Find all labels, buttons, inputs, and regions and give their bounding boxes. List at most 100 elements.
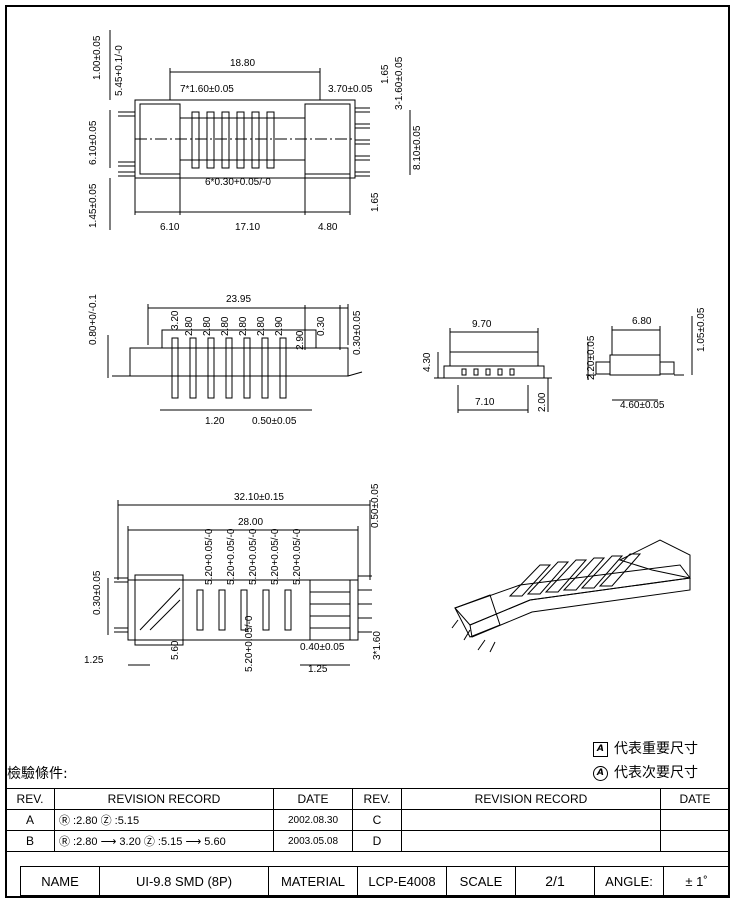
dim-e: 9.70 xyxy=(472,319,492,330)
dim-R-gap: 2.90 xyxy=(274,316,285,336)
bottom-view xyxy=(107,500,372,666)
dim-2-90: 2.90 xyxy=(295,330,306,350)
sheet-border xyxy=(5,5,730,898)
revision-table: REV. REVISION RECORD DATE REV. REVISION … xyxy=(5,788,730,852)
dim-pitch: 5.20+0.05/-0 xyxy=(226,528,237,585)
dim-k: 1.05±0.05 xyxy=(696,307,707,352)
technical-drawing: 18.80 7*1.60±0.05 6.10 17.10 4.80 6*0.30… xyxy=(84,30,707,675)
top-view xyxy=(109,30,411,230)
dim-Y: 1.25 xyxy=(84,655,104,666)
dim-T: 0.50±0.05 xyxy=(252,416,297,427)
table-row: A Ⓡ :2.80 Ⓩ :5.15 2002.08.30 C xyxy=(5,809,730,831)
record-cell: Ⓡ :2.80 ⟶ 3.20 Ⓩ :5.15 ⟶ 5.60 xyxy=(54,830,274,852)
date-header: DATE xyxy=(273,788,353,810)
dim-pitch: 5.20+0.05/-0 xyxy=(204,528,215,585)
name-label: NAME xyxy=(20,866,100,896)
dim-R-gap: 2.80 xyxy=(238,316,249,336)
dim-H: 6*0.30+0.05/-0 xyxy=(205,177,271,188)
dim-O: 1.65 xyxy=(380,64,391,84)
dim-pitch: 5.20+0.05/-0 xyxy=(248,528,259,585)
dim-pitch: 5.20+0.05/-0 xyxy=(270,528,281,585)
material-label: MATERIAL xyxy=(268,866,358,896)
dim-pitch: 5.20+0.05/-0 xyxy=(292,528,303,585)
side-view xyxy=(107,304,363,411)
dim-i: 2.20±0.05 xyxy=(586,335,597,380)
legend-secondary: A 代表次要尺寸 xyxy=(593,762,733,782)
record-cell: Ⓡ :2.80 Ⓩ :5.15 xyxy=(54,809,274,831)
title-block: NAME UI-9.8 SMD (8P) MATERIAL LCP-E4008 … xyxy=(20,866,730,896)
dim-b: 1.25 xyxy=(308,664,328,675)
dim-Q: 23.95 xyxy=(226,294,251,305)
side2-view xyxy=(586,316,693,401)
dim-X: 28.00 xyxy=(238,517,263,528)
record-cell xyxy=(401,830,661,852)
dim-Z: 5.60 xyxy=(170,640,181,660)
dim-F: 1.45±0.05 xyxy=(88,183,99,228)
dim-V: 0.30±0.05 xyxy=(92,570,103,615)
name-value: UI-9.8 SMD (8P) xyxy=(99,866,269,896)
dim-W: 32.10±0.15 xyxy=(234,492,284,503)
record-header: REVISION RECORD xyxy=(54,788,274,810)
dim-R-gap: 2.80 xyxy=(184,316,195,336)
dim-f: 4.30 xyxy=(422,352,433,372)
angle-label: ANGLE: xyxy=(594,866,664,896)
legend-square-mark: A xyxy=(593,741,608,757)
dim-E: 6.10±0.05 xyxy=(88,120,99,165)
end-view xyxy=(434,328,552,413)
record-header: REVISION RECORD xyxy=(401,788,661,810)
dim-U: 0.30±0.05 xyxy=(352,310,363,355)
dim-R: 3.20 xyxy=(170,310,181,330)
dim-j: 6.80 xyxy=(632,316,652,327)
scale-value: 2/1 xyxy=(515,866,595,896)
dim-G: 6.10 xyxy=(160,222,180,233)
dim-J: 0.80+0/-0.1 xyxy=(88,294,99,345)
scale-label: SCALE xyxy=(446,866,516,896)
legend-circle-mark: A xyxy=(593,765,608,781)
rev-header: REV. xyxy=(352,788,402,810)
table-row: B Ⓡ :2.80 ⟶ 3.20 Ⓩ :5.15 ⟶ 5.60 2003.05.… xyxy=(5,830,730,852)
dim-L: 1.65 xyxy=(370,192,381,212)
rev-cell: A xyxy=(5,809,55,831)
dim-g: 7.10 xyxy=(475,397,495,408)
date-header: DATE xyxy=(660,788,730,810)
rev-cell: B xyxy=(5,830,55,852)
dim-c: 3*1.60 xyxy=(372,631,383,660)
legend-important: A 代表重要尺寸 xyxy=(593,738,733,758)
dim-a: 0.40±0.05 xyxy=(300,642,345,653)
dim-N: 3-1.60±0.05 xyxy=(394,56,405,110)
dim-C: 5.45+0.1/-0 xyxy=(114,45,125,96)
dim-0-30: 0.30 xyxy=(316,316,327,336)
dim-A: 18.80 xyxy=(230,58,255,69)
record-cell xyxy=(401,809,661,831)
dim-0-50: 0.50±0.05 xyxy=(370,483,381,528)
rev-cell: C xyxy=(352,809,402,831)
inspection-conditions: 檢驗條件: xyxy=(7,766,68,782)
isometric-view xyxy=(451,539,691,653)
date-cell: 2002.08.30 xyxy=(273,809,353,831)
dim-R-gap: 2.80 xyxy=(220,316,231,336)
dim-S: 1.20 xyxy=(205,416,225,427)
title-block-row: NAME UI-9.8 SMD (8P) MATERIAL LCP-E4008 … xyxy=(20,866,730,896)
date-cell xyxy=(660,809,730,831)
dim-2-00: 2.00 xyxy=(537,392,548,412)
legend-secondary-text: 代表次要尺寸 xyxy=(614,765,698,781)
dim-4-60: 4.60±0.05 xyxy=(620,400,665,411)
angle-value: ± 1˚ xyxy=(663,866,730,896)
dim-K: 4.80 xyxy=(318,222,338,233)
dim-I: 17.10 xyxy=(235,222,260,233)
revision-header-row: REV. REVISION RECORD DATE REV. REVISION … xyxy=(5,788,730,810)
date-cell: 2003.05.08 xyxy=(273,830,353,852)
legend-important-text: 代表重要尺寸 xyxy=(614,741,698,757)
date-cell xyxy=(660,830,730,852)
dim-D: 1.00±0.05 xyxy=(92,35,103,80)
dim-P: 3.70±0.05 xyxy=(328,84,373,95)
dim-B: 7*1.60±0.05 xyxy=(180,84,234,95)
material-value: LCP-E4008 xyxy=(357,866,447,896)
dim-M: 8.10±0.05 xyxy=(412,125,423,170)
dim-R-gap: 2.80 xyxy=(202,316,213,336)
rev-cell: D xyxy=(352,830,402,852)
dim-pitch: 5.20+0.05/-0 xyxy=(244,615,255,672)
rev-header: REV. xyxy=(5,788,55,810)
dim-R-gap: 2.80 xyxy=(256,316,267,336)
